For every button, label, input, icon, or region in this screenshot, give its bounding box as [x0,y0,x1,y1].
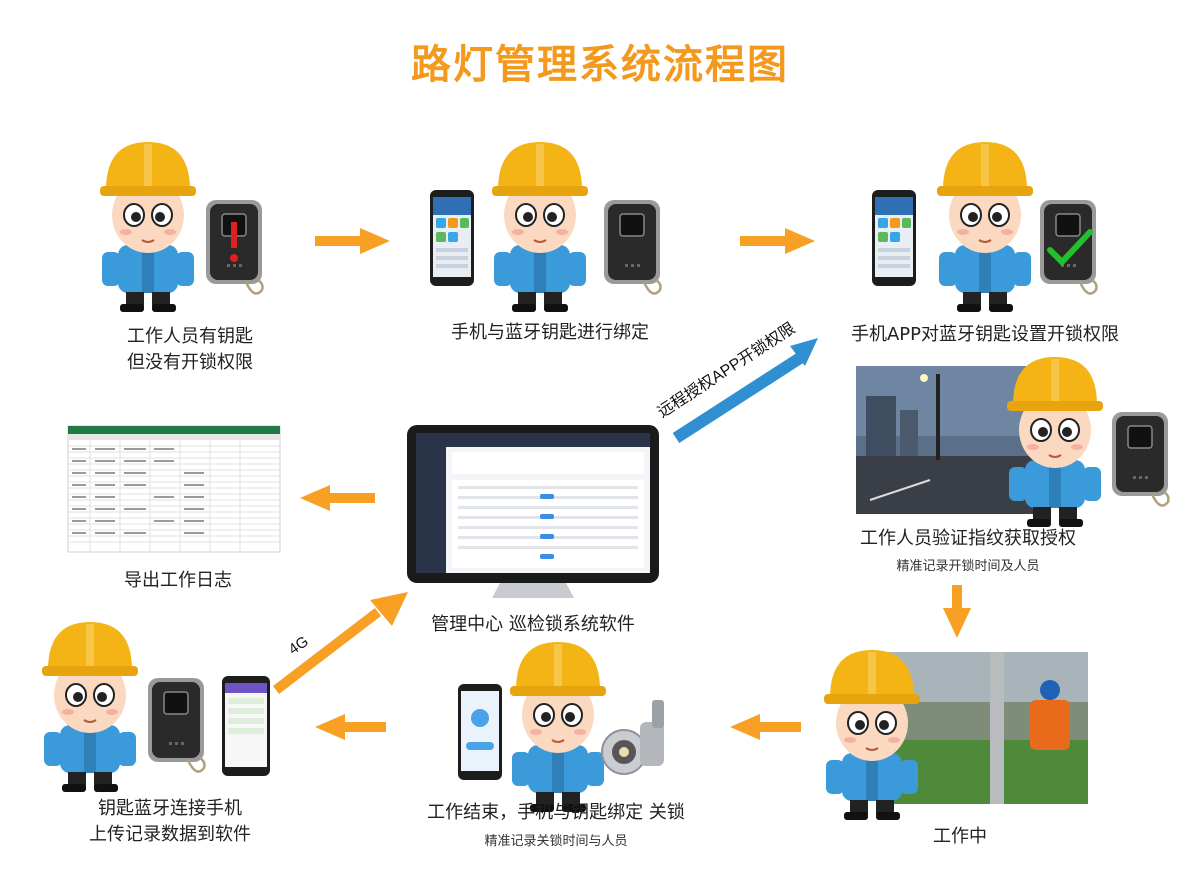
phone-image-step2 [430,190,474,286]
arrow-step1-to-step2 [315,228,390,254]
step7-line1: 钥匙蓝牙连接手机 [98,798,242,819]
bluetooth-key-upload [146,676,206,773]
step1-caption: 工作人员有钥匙 但没有开锁权限 [90,324,290,376]
step6-subcaption: 精准记录关锁时间与人员 [484,834,628,849]
worker-figure-1 [99,141,197,313]
net-4g-label: 4G [286,633,312,658]
phone-image-step6 [458,684,502,780]
bluetooth-key-authorized [1038,198,1098,295]
worker-figure-3 [936,141,1034,313]
upload-4g-arrow [272,592,408,694]
step4-subcaption: 精准记录开锁时间及人员 [896,559,1040,574]
work-site-photo [882,652,1088,804]
worker-figure-7 [41,621,139,793]
bluetooth-key-fingerprint [1110,410,1170,507]
step6-caption: 工作结束，手机与钥匙绑定 关锁 [427,802,685,823]
step1-line1: 工作人员有钥匙 [127,326,253,347]
export-caption: 导出工作日志 [124,570,232,591]
step3-caption: 手机APP对蓝牙钥匙设置开锁权限 [850,324,1120,345]
cam-lock-image [601,700,664,775]
step7-caption: 钥匙蓝牙连接手机 上传记录数据到软件 [50,796,290,848]
step5-caption: 工作中 [933,826,987,847]
arrow-step4-to-step5 [943,585,971,638]
step4-caption: 工作人员验证指纹获取授权 [860,528,1076,549]
step7-line2: 上传记录数据到软件 [89,824,251,845]
page-title: 路灯管理系统流程图 [411,42,789,88]
step2-caption: 手机与蓝牙钥匙进行绑定 [451,322,649,343]
arrow-step2-to-step3 [740,228,815,254]
worker-figure-2 [491,141,589,313]
phone-image-step3 [872,190,916,286]
step1-line2: 但没有开锁权限 [127,352,253,373]
remote-authorization-arrow [672,338,818,444]
phone-image-step7 [222,676,270,776]
center-caption: 管理中心 巡检锁系统软件 [431,614,635,635]
bluetooth-key-step2 [602,198,662,295]
arrow-step5-to-step6 [730,714,801,740]
arrow-step6-to-step7 [315,714,386,740]
bluetooth-key-no-permission [204,198,264,295]
management-software-monitor [407,425,659,598]
work-log-spreadsheet [67,425,281,553]
street-light-photo [856,366,1042,514]
worker-figure-6 [509,641,607,813]
arrow-center-to-export [300,485,375,511]
